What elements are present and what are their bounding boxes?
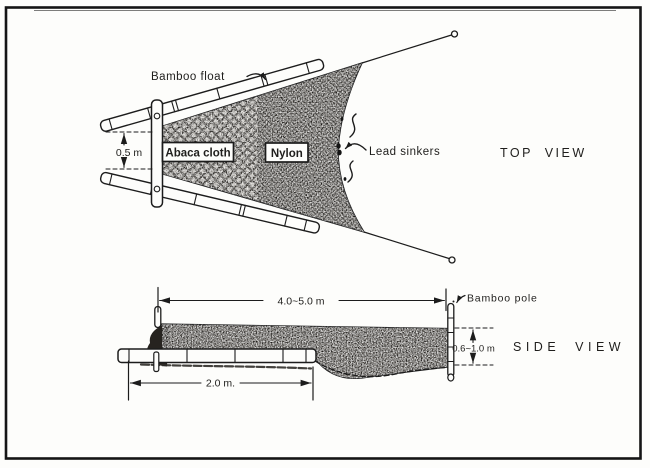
nylon-label-box: Nylon (264, 142, 309, 163)
pole-knob (447, 373, 455, 382)
lashing-ring-top (153, 112, 161, 120)
rope-line-lower (363, 231, 450, 260)
net-sag-dashed-edge (314, 360, 448, 378)
rope-end-ring-lower (448, 256, 456, 264)
bamboo-joint-lines (108, 62, 310, 131)
nylon-label: Nylon (271, 148, 303, 160)
lead-sinkers-squiggle-top (349, 113, 357, 138)
abaca-label: Abaca cloth (165, 148, 230, 160)
bamboo-float-arrow (246, 72, 267, 81)
pole-left-pin (153, 351, 160, 373)
bamboo-joint-lines (447, 317, 455, 362)
depth-dimension (454, 327, 494, 366)
lashing-ring-bottom (153, 185, 161, 193)
rope-end-ring-upper (450, 30, 459, 38)
bamboo-joint-lines (128, 348, 307, 364)
abaca-label-box: Abaca cloth (161, 141, 235, 163)
float-length-dim-label: 2.0 m. (206, 378, 235, 390)
side-view-label: SIDE VIEW (513, 340, 625, 354)
float-length-dimension (127, 360, 314, 401)
length-dimension (157, 286, 447, 313)
length-dim-label: 4.0~5.0 m (278, 296, 325, 308)
leader-dot (452, 300, 455, 303)
depth-dim-label: 0.6~1.0 m (452, 344, 495, 355)
side-view: 4.0~5.0 m Bamboo pole 0.6~1.0 m SIDE VIE… (117, 286, 625, 401)
bamboo-pole-label: Bamboo pole (467, 293, 538, 305)
frame-border (4, 6, 642, 460)
lead-sinkers-squiggle-bottom (347, 160, 354, 183)
top-view: 0.5 m Bamboo float Abaca cloth Nylon Lea… (99, 30, 587, 264)
lead-sinkers-arrow (344, 141, 367, 151)
lead-sinker-dots (336, 117, 347, 181)
bamboo-float-label: Bamboo float (151, 71, 225, 83)
rope-line-upper (361, 34, 453, 64)
bamboo-float-side (117, 348, 317, 364)
mouth-width-label: 0.5 m (116, 147, 143, 159)
mouth-width-dimension (105, 131, 153, 170)
net-edge-under-float (139, 363, 313, 370)
bamboo-pole-right (447, 302, 455, 382)
lead-sinkers-label: Lead sinkers (369, 146, 440, 158)
top-view-label: TOP VIEW (500, 146, 587, 160)
bamboo-pole-arrow (456, 294, 466, 304)
